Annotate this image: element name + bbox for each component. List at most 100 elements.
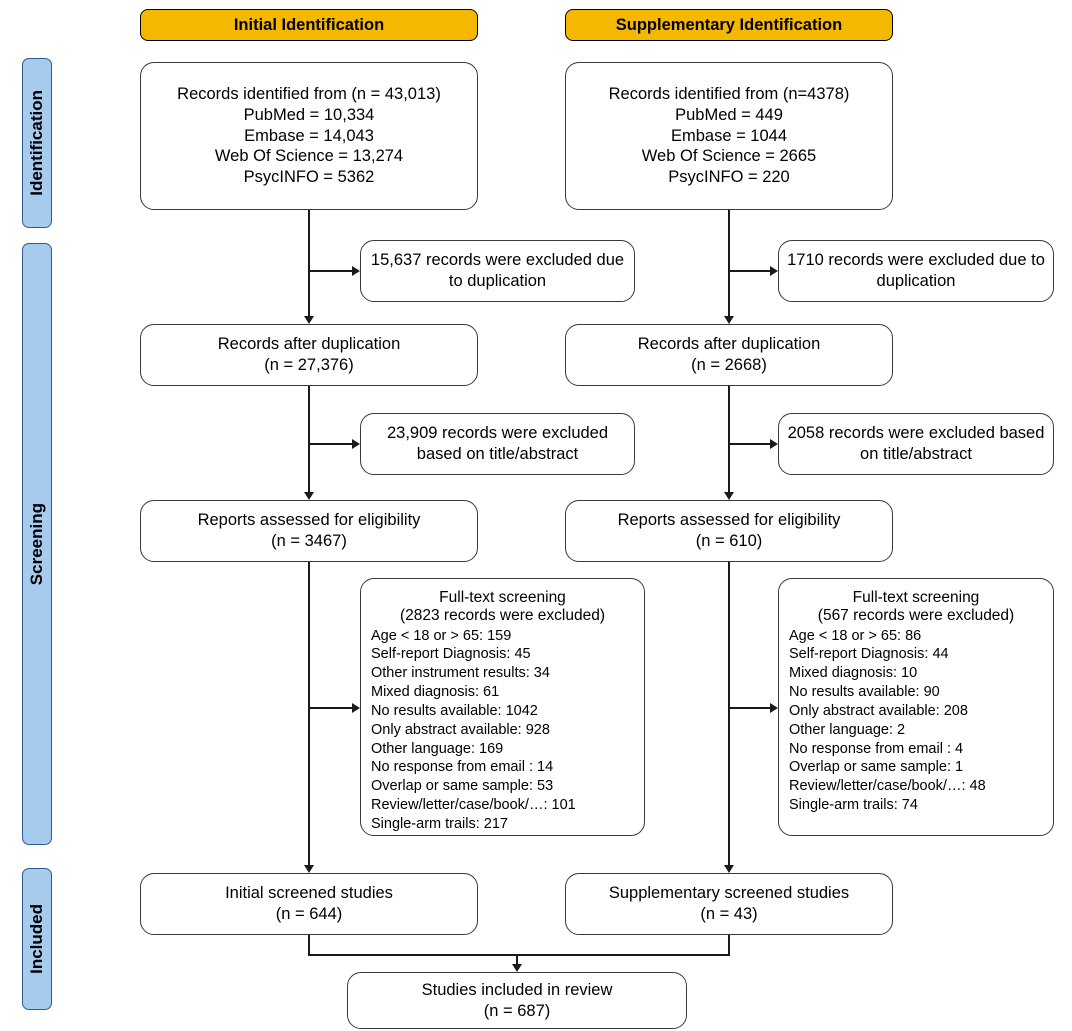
title-abstract-excluded-initial-text: 23,909 records were excluded based on ti… [386, 424, 609, 463]
screened-studies-supplementary-line1: Supplementary screened studies [608, 884, 850, 903]
fulltext-supplementary-reason-no-response: No response from email : 4 [789, 740, 964, 757]
reports-assessed-initial-line1: Reports assessed for eligibility [197, 511, 421, 530]
phase-bar-identification: Identification [22, 58, 52, 228]
box-duplication-excluded-supplementary: 1710 records were excluded due to duplic… [778, 240, 1054, 302]
arrowhead-initial-screened-studies [303, 865, 314, 873]
fulltext-supplementary-reason-self-report: Self-report Diagnosis: 44 [789, 646, 949, 663]
fulltext-supplementary-reason-single-arm: Single-arm trails: 74 [789, 797, 918, 814]
connector-supp-screened-down [728, 935, 730, 955]
arrowhead-supp-screened-studies [723, 865, 734, 873]
fulltext-initial-reason-no-response: No response from email : 14 [371, 759, 554, 776]
connector-initial-afterdup-to-eligibility [308, 386, 310, 492]
screened-studies-supplementary-line2: (n = 43) [700, 905, 758, 923]
records-after-duplication-initial-line2: (n = 27,376) [264, 356, 354, 374]
records-after-duplication-initial-line1: Records after duplication [217, 335, 401, 354]
arrowhead-studies-included [511, 964, 522, 972]
records-identified-initial-source-psycinfo: PsycINFO = 5362 [243, 168, 375, 187]
fulltext-supplementary-reason-no-results: No results available: 90 [789, 684, 940, 701]
header-initial-identification-label: Initial Identification [233, 15, 385, 34]
arrowhead-supp-titleabstract-excluded [770, 438, 778, 449]
duplication-excluded-supplementary-text: 1710 records were excluded due to duplic… [787, 251, 1045, 290]
reports-assessed-supplementary-line2: (n = 610) [695, 532, 763, 550]
connector-supp-titleabstract-branch [728, 443, 770, 445]
fulltext-supplementary-reason-list: Age < 18 or > 65: 86 Self-report Diagnos… [789, 627, 986, 815]
fulltext-supplementary-reason-other-language: Other language: 2 [789, 721, 906, 738]
arrowhead-initial-fulltext [352, 702, 360, 713]
header-supplementary-identification: Supplementary Identification [565, 9, 893, 41]
fulltext-initial-reason-other-language: Other language: 169 [371, 740, 504, 757]
fulltext-supplementary-reason-age: Age < 18 or > 65: 86 [789, 627, 922, 644]
box-title-abstract-excluded-initial: 23,909 records were excluded based on ti… [360, 413, 635, 475]
duplication-excluded-initial-text: 15,637 records were excluded due to dupl… [370, 251, 625, 290]
header-initial-identification: Initial Identification [140, 9, 478, 41]
records-identified-initial-title: Records identified from (n = 43,013) [177, 85, 441, 104]
fulltext-initial-subtitle: (2823 records were excluded) [399, 607, 606, 625]
box-screened-studies-initial: Initial screened studies (n = 644) [140, 873, 478, 935]
reports-assessed-initial-line2: (n = 3467) [271, 532, 347, 550]
reports-assessed-supplementary-line1: Reports assessed for eligibility [617, 511, 841, 530]
box-records-after-duplication-supplementary: Records after duplication (n = 2668) [565, 324, 893, 386]
fulltext-supplementary-subtitle: (567 records were excluded) [817, 607, 1015, 625]
connector-supp-afterdup-to-eligibility [728, 386, 730, 492]
arrowhead-supp-dup-excluded [770, 265, 778, 276]
connector-merge-to-included [516, 954, 518, 966]
phase-label-included: Included [27, 904, 46, 974]
studies-included-line2: (n = 687) [483, 1001, 551, 1020]
connector-initial-dup-branch [308, 270, 352, 272]
phase-label-screening: Screening [27, 502, 46, 586]
fulltext-initial-reason-list: Age < 18 or > 65: 159 Self-report Diagno… [371, 627, 576, 834]
fulltext-initial-title: Full-text screening [439, 589, 566, 606]
box-screened-studies-supplementary: Supplementary screened studies (n = 43) [565, 873, 893, 935]
fulltext-initial-reason-review-letter: Review/letter/case/book/…: 101 [371, 797, 576, 814]
records-after-duplication-supplementary-line2: (n = 2668) [691, 356, 767, 374]
phase-bar-screening: Screening [22, 243, 52, 845]
arrowhead-initial-titleabstract-excluded [352, 438, 360, 449]
records-identified-supplementary-source-pubmed: PubMed = 449 [675, 105, 783, 124]
phase-label-identification: Identification [27, 90, 46, 196]
connector-initial-eligibility-to-screened [308, 562, 310, 865]
screened-studies-initial-line2: (n = 644) [275, 905, 343, 923]
connector-supp-fulltext-branch [728, 707, 770, 709]
arrowhead-initial-afterdup [303, 316, 314, 324]
fulltext-initial-reason-no-results: No results available: 1042 [371, 702, 538, 719]
screened-studies-initial-line1: Initial screened studies [225, 884, 393, 903]
records-identified-supplementary-source-embase: Embase = 1044 [670, 126, 788, 145]
fulltext-supplementary-reason-review-letter: Review/letter/case/book/…: 48 [789, 778, 986, 795]
records-identified-supplementary-source-psycinfo: PsycINFO = 220 [668, 168, 790, 187]
box-duplication-excluded-initial: 15,637 records were excluded due to dupl… [360, 240, 635, 302]
phase-bar-included: Included [22, 868, 52, 1010]
fulltext-supplementary-reason-only-abstract: Only abstract available: 208 [789, 702, 968, 719]
box-records-identified-initial: Records identified from (n = 43,013) Pub… [140, 62, 478, 210]
records-identified-initial-source-pubmed: PubMed = 10,334 [243, 105, 375, 124]
fulltext-supplementary-reason-overlap: Overlap or same sample: 1 [789, 759, 964, 776]
records-identified-initial-source-embase: Embase = 14,043 [244, 126, 374, 145]
fulltext-initial-reason-overlap: Overlap or same sample: 53 [371, 778, 554, 795]
arrowhead-supp-afterdup [723, 316, 734, 324]
box-fulltext-screening-initial: Full-text screening (2823 records were e… [360, 578, 645, 836]
box-title-abstract-excluded-supplementary: 2058 records were excluded based on titl… [778, 413, 1054, 475]
records-identified-supplementary-source-wos: Web Of Science = 2665 [641, 147, 817, 166]
connector-supp-eligibility-to-screened [728, 562, 730, 865]
connector-initial-identified-to-afterdup [308, 210, 310, 316]
arrowhead-initial-dup-excluded [352, 265, 360, 276]
fulltext-initial-reason-only-abstract: Only abstract available: 928 [371, 721, 550, 738]
connector-initial-screened-down [308, 935, 310, 955]
box-reports-assessed-supplementary: Reports assessed for eligibility (n = 61… [565, 500, 893, 562]
records-after-duplication-supplementary-line1: Records after duplication [637, 335, 821, 354]
box-fulltext-screening-supplementary: Full-text screening (567 records were ex… [778, 578, 1054, 836]
header-supplementary-identification-label: Supplementary Identification [615, 15, 843, 34]
fulltext-initial-reason-self-report: Self-report Diagnosis: 45 [371, 646, 531, 663]
connector-merge-horizontal [308, 954, 730, 956]
box-studies-included: Studies included in review (n = 687) [347, 972, 687, 1029]
arrowhead-initial-eligibility [303, 492, 314, 500]
title-abstract-excluded-supplementary-text: 2058 records were excluded based on titl… [787, 424, 1045, 463]
fulltext-initial-reason-other-instrument: Other instrument results: 34 [371, 665, 550, 682]
connector-supp-identified-to-afterdup [728, 210, 730, 316]
fulltext-initial-reason-mixed-diagnosis: Mixed diagnosis: 61 [371, 684, 500, 701]
box-records-identified-supplementary: Records identified from (n=4378) PubMed … [565, 62, 893, 210]
fulltext-supplementary-reason-mixed-diagnosis: Mixed diagnosis: 10 [789, 665, 918, 682]
connector-initial-titleabstract-branch [308, 443, 352, 445]
arrowhead-supp-eligibility [723, 492, 734, 500]
fulltext-supplementary-title: Full-text screening [852, 589, 980, 606]
